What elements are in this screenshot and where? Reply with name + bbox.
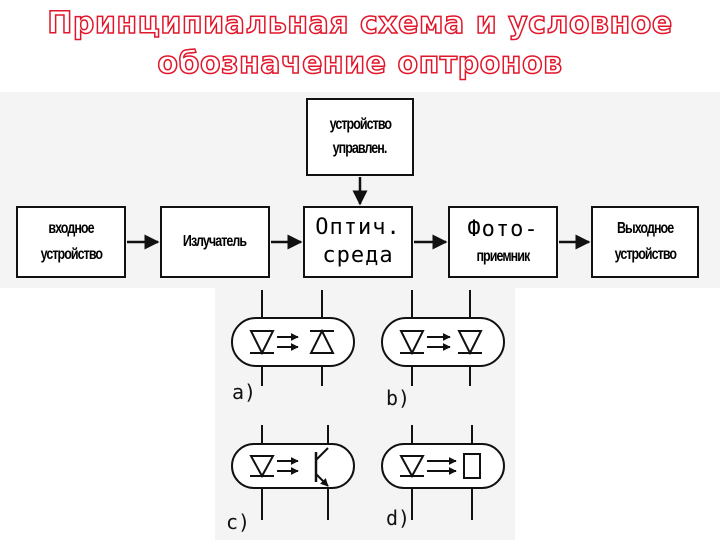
input-device-block: входное устройство: [16, 206, 126, 278]
optocoupler-a: [231, 290, 355, 386]
photoreceiver-block: Фото- приемник: [448, 206, 558, 278]
optical-medium-line1: Оптич.: [315, 215, 401, 240]
slide-title-line2: обозначение оптронов: [157, 45, 563, 82]
variant-b-label: b): [386, 386, 411, 410]
optocoupler-c: [231, 425, 355, 520]
slide-title-line1: Принципиальная схема и условное: [47, 5, 673, 42]
optocoupler-b: [381, 290, 505, 386]
output-device-line2: устройство: [614, 246, 676, 263]
photoreceiver-line1: Фото-: [467, 217, 539, 242]
output-device-block: Выходное устройство: [591, 206, 699, 278]
slide-title: Принципиальная схема и условное обозначе…: [0, 4, 720, 84]
control-device-block: устройство управлен.: [306, 98, 414, 176]
variant-c-label: c): [226, 510, 251, 534]
input-device-line1: входное: [48, 220, 94, 237]
variant-d-label: d): [386, 506, 411, 530]
optical-medium-line2: среда: [322, 243, 394, 268]
emitter-label: Излучатель: [183, 233, 247, 250]
optical-medium-block: Оптич. среда: [303, 206, 413, 278]
output-device-line1: Выходное: [616, 220, 674, 237]
control-device-line2: управлен.: [333, 140, 388, 157]
photoreceiver-line2: приемник: [476, 248, 531, 265]
variant-a-label: a): [232, 380, 257, 404]
input-device-line2: устройство: [40, 246, 102, 263]
control-device-line1: устройство: [329, 116, 391, 133]
optocoupler-d: [381, 425, 505, 520]
emitter-block: Излучатель: [160, 206, 270, 278]
